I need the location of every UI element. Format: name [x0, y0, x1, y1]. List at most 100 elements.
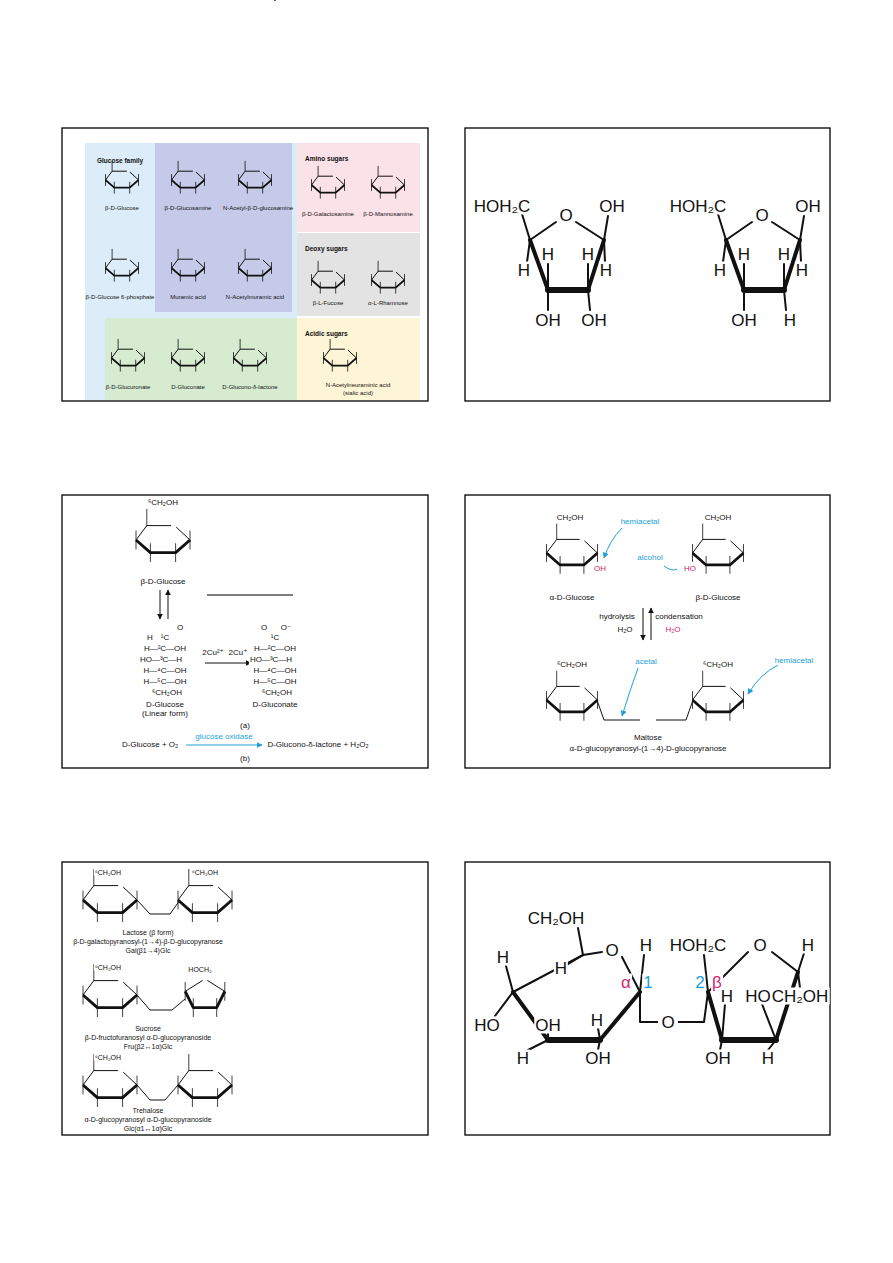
bond-line	[172, 259, 193, 268]
bond-line	[323, 353, 324, 364]
structure-label: ⁶CH₂OH	[151, 689, 183, 697]
bond-line	[122, 904, 123, 922]
bond-line	[597, 700, 640, 720]
bond-line	[318, 261, 319, 271]
atom-label: HOH₂C	[669, 198, 728, 215]
structure-label: β-L-Fucose	[312, 300, 344, 306]
atom-label: O	[604, 942, 619, 959]
bond-line	[178, 900, 232, 913]
bond-line	[196, 172, 204, 180]
structure-label: β-D-Mannosamine	[362, 211, 413, 217]
bond-line	[146, 509, 147, 525]
structure-label: D-Glucono-δ-lactone + H₂O₂	[266, 741, 369, 749]
bond-line	[83, 1085, 137, 1098]
structure-label: acetal	[634, 658, 657, 666]
structure-label: D-Glucono-δ-lactone	[221, 384, 278, 390]
bond-line	[196, 260, 204, 268]
structure-label: ⁶CH₂OH	[94, 1054, 122, 1061]
bond-line	[245, 161, 246, 171]
bond-line	[578, 928, 583, 955]
atom-label: 2	[694, 974, 705, 991]
bond-line	[263, 172, 271, 180]
bond-line	[560, 556, 561, 573]
bond-line	[336, 177, 344, 185]
structure-label: CH₂OH	[556, 514, 585, 522]
atom-label: α	[620, 974, 632, 991]
bond-line	[136, 540, 190, 553]
bond-line	[111, 353, 112, 364]
bond-line	[576, 222, 604, 240]
bond-line	[172, 358, 205, 366]
atom-label: H	[795, 262, 809, 279]
bond-line	[547, 686, 580, 700]
bond-line	[743, 290, 745, 310]
bond-line	[604, 216, 608, 240]
structure-label: N-Acetyl-β-D-glucosamine	[222, 205, 294, 211]
bond-line	[171, 175, 172, 186]
panel-frame	[465, 495, 830, 768]
bond-line	[178, 891, 179, 909]
atom-label: H	[590, 1012, 604, 1029]
bond-line	[522, 214, 530, 240]
bond-line	[177, 527, 191, 540]
structure-label: Fru(β2↔1α)Glc	[123, 1043, 174, 1050]
bond-line	[188, 1054, 189, 1070]
bond-line	[723, 240, 726, 262]
bond-line	[129, 270, 130, 281]
structure-label: HOCH₂	[187, 966, 212, 973]
bond-line	[604, 240, 605, 262]
bond-line	[180, 360, 181, 371]
atom-label: O	[752, 937, 767, 954]
bond-line	[776, 972, 798, 1040]
bond-line	[192, 1089, 193, 1107]
bond-line	[506, 966, 513, 992]
bond-line	[597, 545, 598, 562]
atom-label: H	[554, 960, 568, 977]
bond-line	[124, 982, 138, 995]
bond-line	[247, 182, 248, 193]
bond-line	[224, 982, 225, 1000]
bond-line	[528, 1040, 548, 1050]
bond-line	[172, 349, 193, 358]
structure-label: β-D-Glucose	[104, 205, 140, 211]
bond-line	[106, 171, 127, 180]
bond-line	[178, 1071, 213, 1085]
sugar-group-band: Glucose family	[85, 143, 297, 400]
bond-line	[150, 544, 151, 562]
bond-line	[371, 180, 372, 191]
bond-line	[144, 353, 145, 364]
bond-line	[83, 981, 118, 995]
bond-line	[136, 531, 137, 549]
bond-line	[114, 182, 115, 193]
structure-label: Trehalose	[132, 1107, 165, 1114]
bond-line	[546, 692, 547, 709]
bond-line	[83, 1076, 84, 1094]
structure-label: β-D-fructofuranosyl α-D-glucopyranoside	[84, 1034, 212, 1041]
structure-label: β-D-Glucose	[139, 578, 186, 586]
bond-line	[380, 187, 381, 198]
bond-line	[600, 992, 640, 1040]
atom-label: O	[558, 207, 573, 224]
bond-line	[335, 187, 336, 198]
structure-label: Muramic acid	[169, 294, 207, 300]
bond-line	[798, 972, 800, 988]
bond-line	[188, 869, 189, 885]
bond-line	[324, 358, 357, 366]
bond-line	[105, 263, 106, 274]
structure-label: ¹C	[270, 634, 280, 642]
bond-line	[180, 182, 181, 193]
bond-line	[744, 287, 784, 293]
bond-line	[731, 688, 744, 700]
bond-line	[692, 545, 693, 562]
bond-line	[656, 700, 693, 720]
bond-line	[204, 353, 205, 364]
bond-line	[495, 992, 513, 1016]
bond-line	[83, 900, 137, 913]
structure-label: N-Acetylneuraminic acid	[325, 382, 392, 388]
structure-label: glucose oxidase	[194, 733, 253, 741]
bond-line	[217, 904, 218, 922]
bond-line	[598, 1028, 600, 1040]
bond-line	[344, 180, 345, 191]
bond-line	[232, 1076, 233, 1094]
